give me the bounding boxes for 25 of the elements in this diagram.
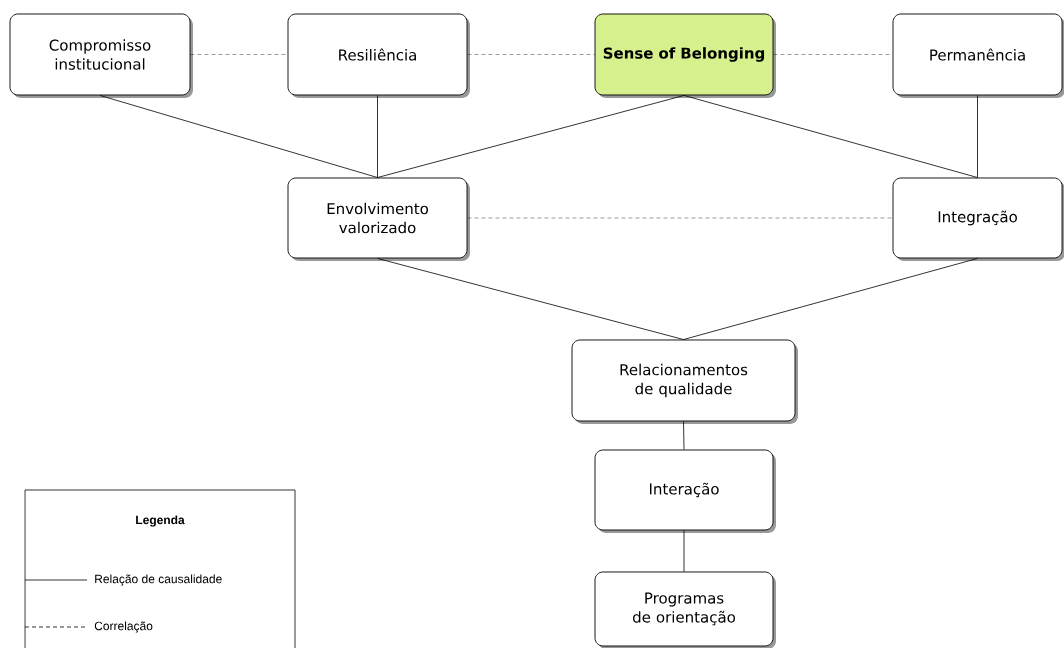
legend-text: Relação de causalidade <box>95 574 222 586</box>
concept-box: Compromisso institucional <box>9 13 193 98</box>
correlation-line <box>467 217 893 219</box>
concept-box: Envolvimento valorizado <box>287 177 470 261</box>
correlation-line <box>467 54 595 55</box>
connector-line <box>377 95 378 178</box>
connector-line <box>683 421 685 450</box>
legend-title: Legenda <box>136 515 185 527</box>
concept-box: Relacionamentos de qualidade <box>571 339 798 424</box>
connector-line <box>683 258 978 340</box>
connector-line <box>683 530 685 572</box>
connector-line <box>377 95 685 178</box>
concept-box: Programas de orientação <box>594 571 776 648</box>
connector-line <box>99 95 378 178</box>
concept-box: Interação <box>594 449 776 533</box>
concept-box: Sense of Belonging <box>594 13 776 98</box>
concept-box: Resiliência <box>287 13 470 98</box>
correlation-line <box>773 54 893 55</box>
concept-box: Permanência <box>892 13 1064 98</box>
connector-line <box>977 95 978 178</box>
concept-box: Integração <box>892 177 1064 261</box>
connector-line <box>683 95 978 178</box>
connector-line <box>377 258 684 340</box>
legend-text: Correlação <box>94 621 153 633</box>
correlation-line <box>190 54 288 55</box>
